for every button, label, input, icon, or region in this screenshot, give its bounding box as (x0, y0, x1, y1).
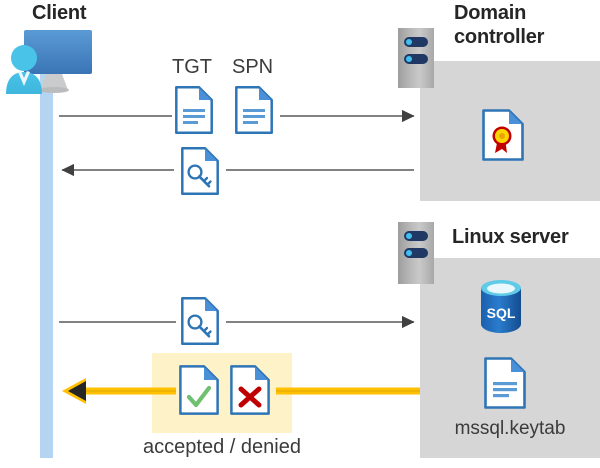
linux-server-rack-icon (398, 222, 434, 284)
client-lifeline (40, 72, 53, 458)
domain-controller-label-line2: controller (454, 26, 545, 48)
user-computer-icon (0, 28, 100, 98)
accepted-denied-highlight (152, 353, 292, 433)
keytab-document-icon (483, 356, 527, 410)
document-key-ticket-icon-1 (180, 146, 220, 196)
sql-database-icon: SQL (477, 278, 525, 334)
tgt-caption: TGT (172, 56, 212, 78)
accepted-denied-caption: accepted / denied (143, 436, 301, 458)
domain-controller-rack-icon (398, 28, 434, 88)
document-denied-icon (229, 364, 271, 416)
sql-database-caption: SQL (487, 305, 516, 321)
client-label: Client (32, 2, 87, 24)
certificate-document-icon (481, 108, 525, 162)
linux-server-label: Linux server (452, 226, 569, 248)
document-key-ticket-icon-2 (180, 296, 220, 346)
document-accepted-icon (178, 364, 220, 416)
document-tgt-icon (174, 85, 214, 135)
spn-caption: SPN (232, 56, 274, 78)
keytab-caption: mssql.keytab (454, 418, 566, 439)
document-spn-icon (234, 85, 274, 135)
domain-controller-label-line1: Domain (454, 2, 527, 24)
